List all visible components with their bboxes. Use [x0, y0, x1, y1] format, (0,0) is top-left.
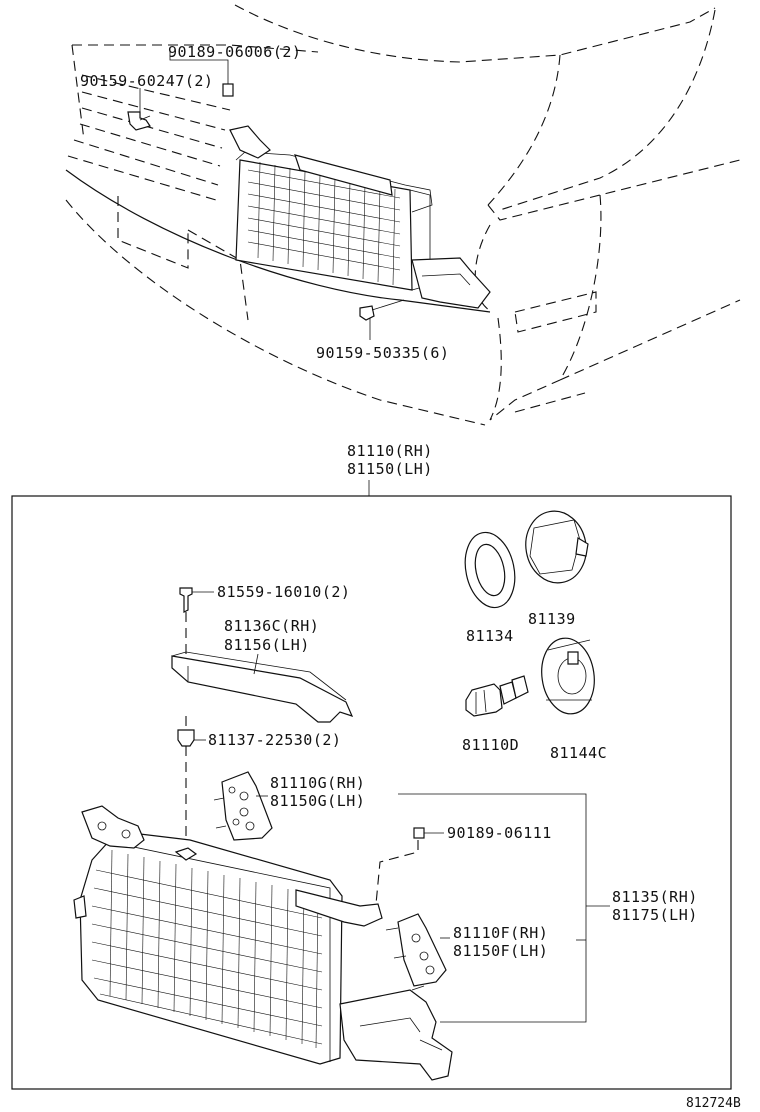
label-cover: 81139 [528, 610, 576, 628]
top-fasteners [127, 50, 405, 340]
label-bracket-g-rh: 81110G(RH) [270, 774, 365, 792]
label-screw-bracket: 81559-16010(2) [217, 583, 350, 601]
label-bracket-f-rh: 81110F(RH) [453, 924, 548, 942]
label-bracket-rh: 81136C(RH) [224, 617, 319, 635]
label-screw-top: 90159-60247(2) [80, 72, 213, 90]
label-bracket-g-lh: 81150G(LH) [270, 792, 365, 810]
headlight-bracket [171, 651, 354, 723]
bulb [465, 675, 529, 717]
vehicle-front-outline [65, 4, 741, 426]
label-bracket-f-lh: 81150F(LH) [453, 942, 548, 960]
label-assembly-lh: 81150(LH) [347, 460, 433, 478]
screw-icon-bracket [179, 587, 193, 613]
label-unit-lh: 81175(LH) [612, 906, 698, 924]
installed-headlight [229, 125, 491, 309]
socket-cover [541, 637, 595, 715]
bracket-g [213, 771, 273, 841]
label-bulb: 81110D [462, 736, 519, 754]
screw-icon [127, 111, 151, 131]
clip-icon-side [413, 827, 425, 839]
label-clip-side: 90189-06111 [447, 824, 552, 842]
gasket [464, 531, 516, 609]
label-socket-cover: 81144C [550, 744, 607, 762]
headlight-unit [73, 805, 453, 1081]
assembly-leader-lines [398, 793, 610, 1023]
cover [525, 510, 589, 584]
bracket-screw [179, 587, 214, 660]
side-clip [375, 827, 444, 905]
label-nut: 81137-22530(2) [208, 731, 341, 749]
figure-id: 812724B [686, 1096, 741, 1111]
label-bracket-lh: 81156(LH) [224, 636, 310, 654]
nut-icon [177, 729, 195, 747]
assembly-frame [11, 495, 732, 1090]
bracket-f [385, 913, 447, 991]
nut [177, 716, 206, 850]
label-screw-bottom: 90159-50335(6) [316, 344, 449, 362]
label-clip-top: 90189-06006(2) [168, 43, 301, 61]
screw-icon-bottom [359, 305, 375, 321]
label-gasket: 81134 [466, 627, 514, 645]
label-assembly-rh: 81110(RH) [347, 442, 433, 460]
label-unit-rh: 81135(RH) [612, 888, 698, 906]
clip-icon [222, 83, 234, 97]
